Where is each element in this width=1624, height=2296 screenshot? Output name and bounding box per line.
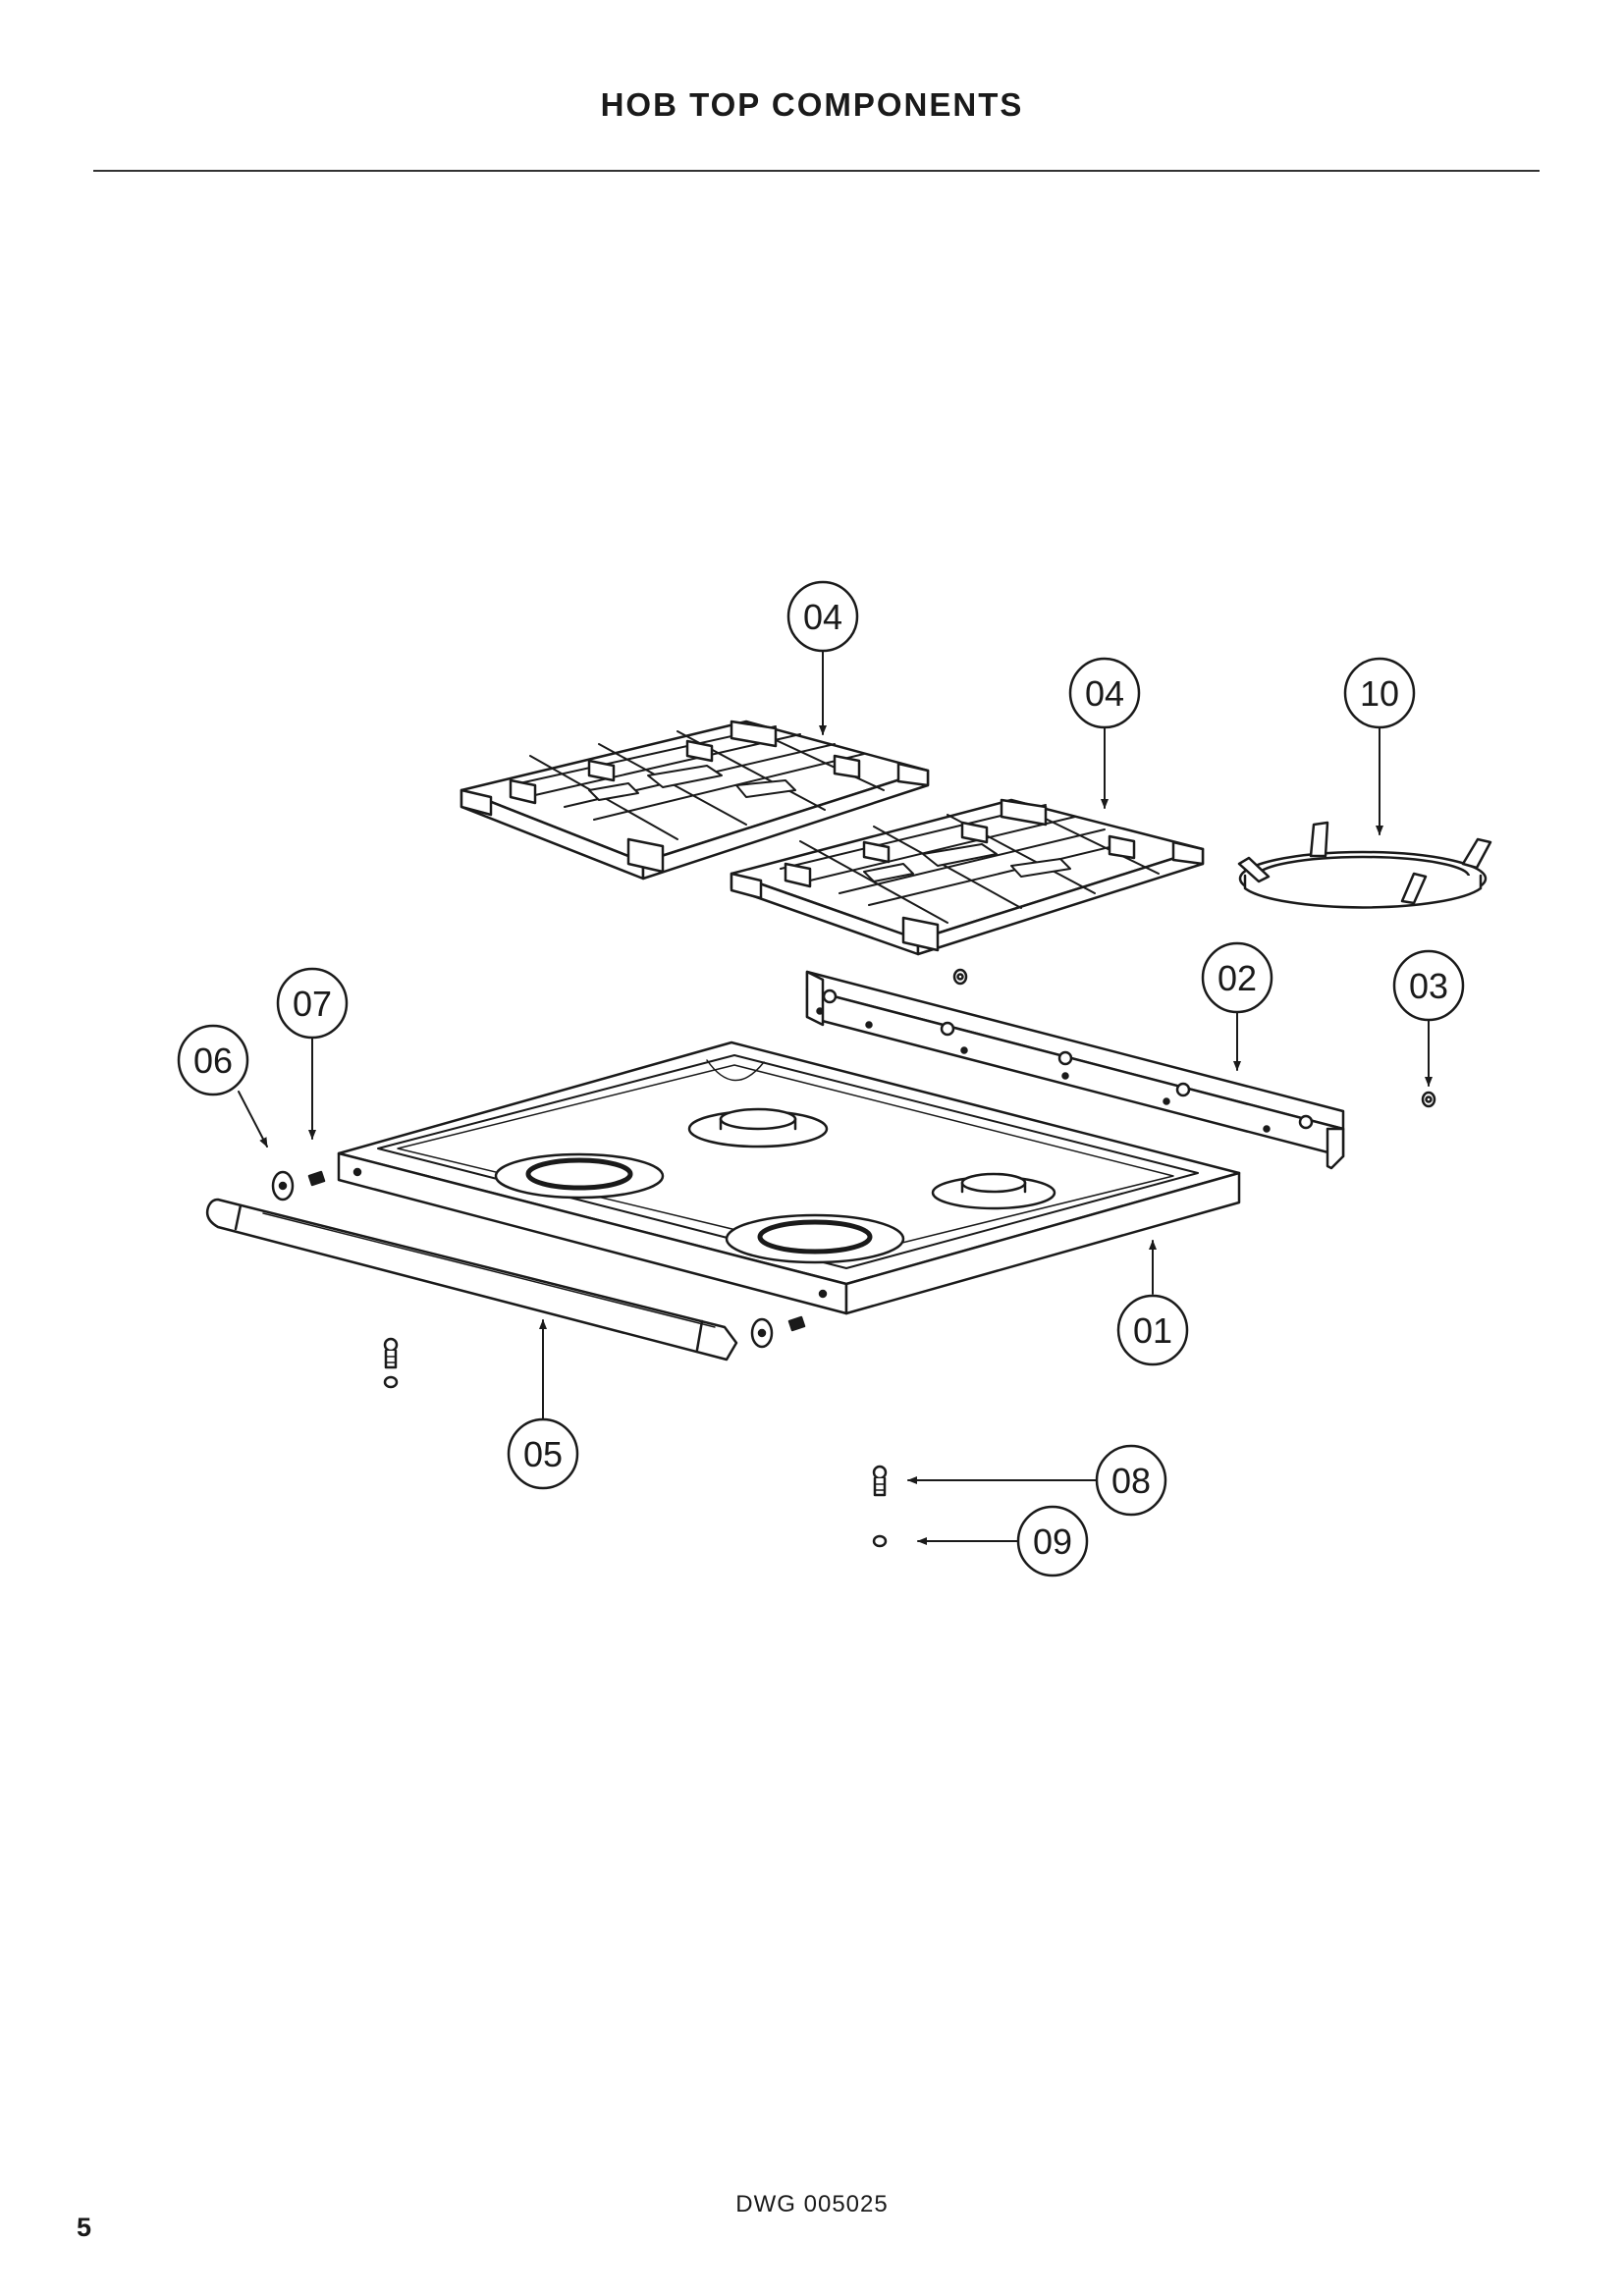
callout-07: 07 (276, 967, 349, 1040)
title-rule (93, 170, 1540, 172)
callout-02: 02 (1201, 941, 1273, 1014)
rear-trim (805, 970, 1345, 1170)
callout-07-label: 07 (293, 984, 332, 1024)
callout-05: 05 (507, 1417, 579, 1490)
nut-part-09 (383, 1375, 888, 1548)
callout-03: 03 (1392, 949, 1465, 1022)
callout-04-right-label: 04 (1085, 673, 1124, 714)
screw-part-03 (952, 968, 1436, 1108)
drawing-number: DWG 005025 (735, 2191, 889, 2217)
pan-support-left (460, 720, 930, 881)
callout-01-label: 01 (1133, 1310, 1172, 1351)
callout-09: 09 (1016, 1505, 1089, 1577)
leader-arrows (238, 639, 1433, 1545)
callout-04-right: 04 (1068, 657, 1141, 729)
page-number: 5 (77, 2213, 92, 2242)
handle-rail (205, 1198, 738, 1362)
callout-10-label: 10 (1360, 673, 1399, 714)
callout-01: 01 (1116, 1294, 1189, 1366)
callout-05-label: 05 (523, 1434, 563, 1474)
callout-08-label: 08 (1111, 1461, 1151, 1501)
pan-support-right (730, 798, 1205, 956)
callout-06-label: 06 (193, 1041, 233, 1081)
washer-part-06 (271, 1170, 774, 1349)
callout-09-label: 09 (1033, 1522, 1072, 1562)
screw-part-07 (307, 1170, 806, 1332)
callout-08: 08 (1095, 1444, 1167, 1517)
stud-part-08 (383, 1337, 888, 1497)
callout-02-label: 02 (1218, 958, 1257, 998)
page-title: HOB TOP COMPONENTS (600, 86, 1024, 123)
callout-10: 10 (1343, 657, 1416, 729)
callout-04-left: 04 (786, 580, 859, 653)
hob-top-panel (337, 1041, 1241, 1315)
callout-04-left-label: 04 (803, 597, 842, 637)
wok-ring (1237, 821, 1492, 909)
callout-03-label: 03 (1409, 966, 1448, 1006)
callout-06: 06 (177, 1024, 249, 1096)
